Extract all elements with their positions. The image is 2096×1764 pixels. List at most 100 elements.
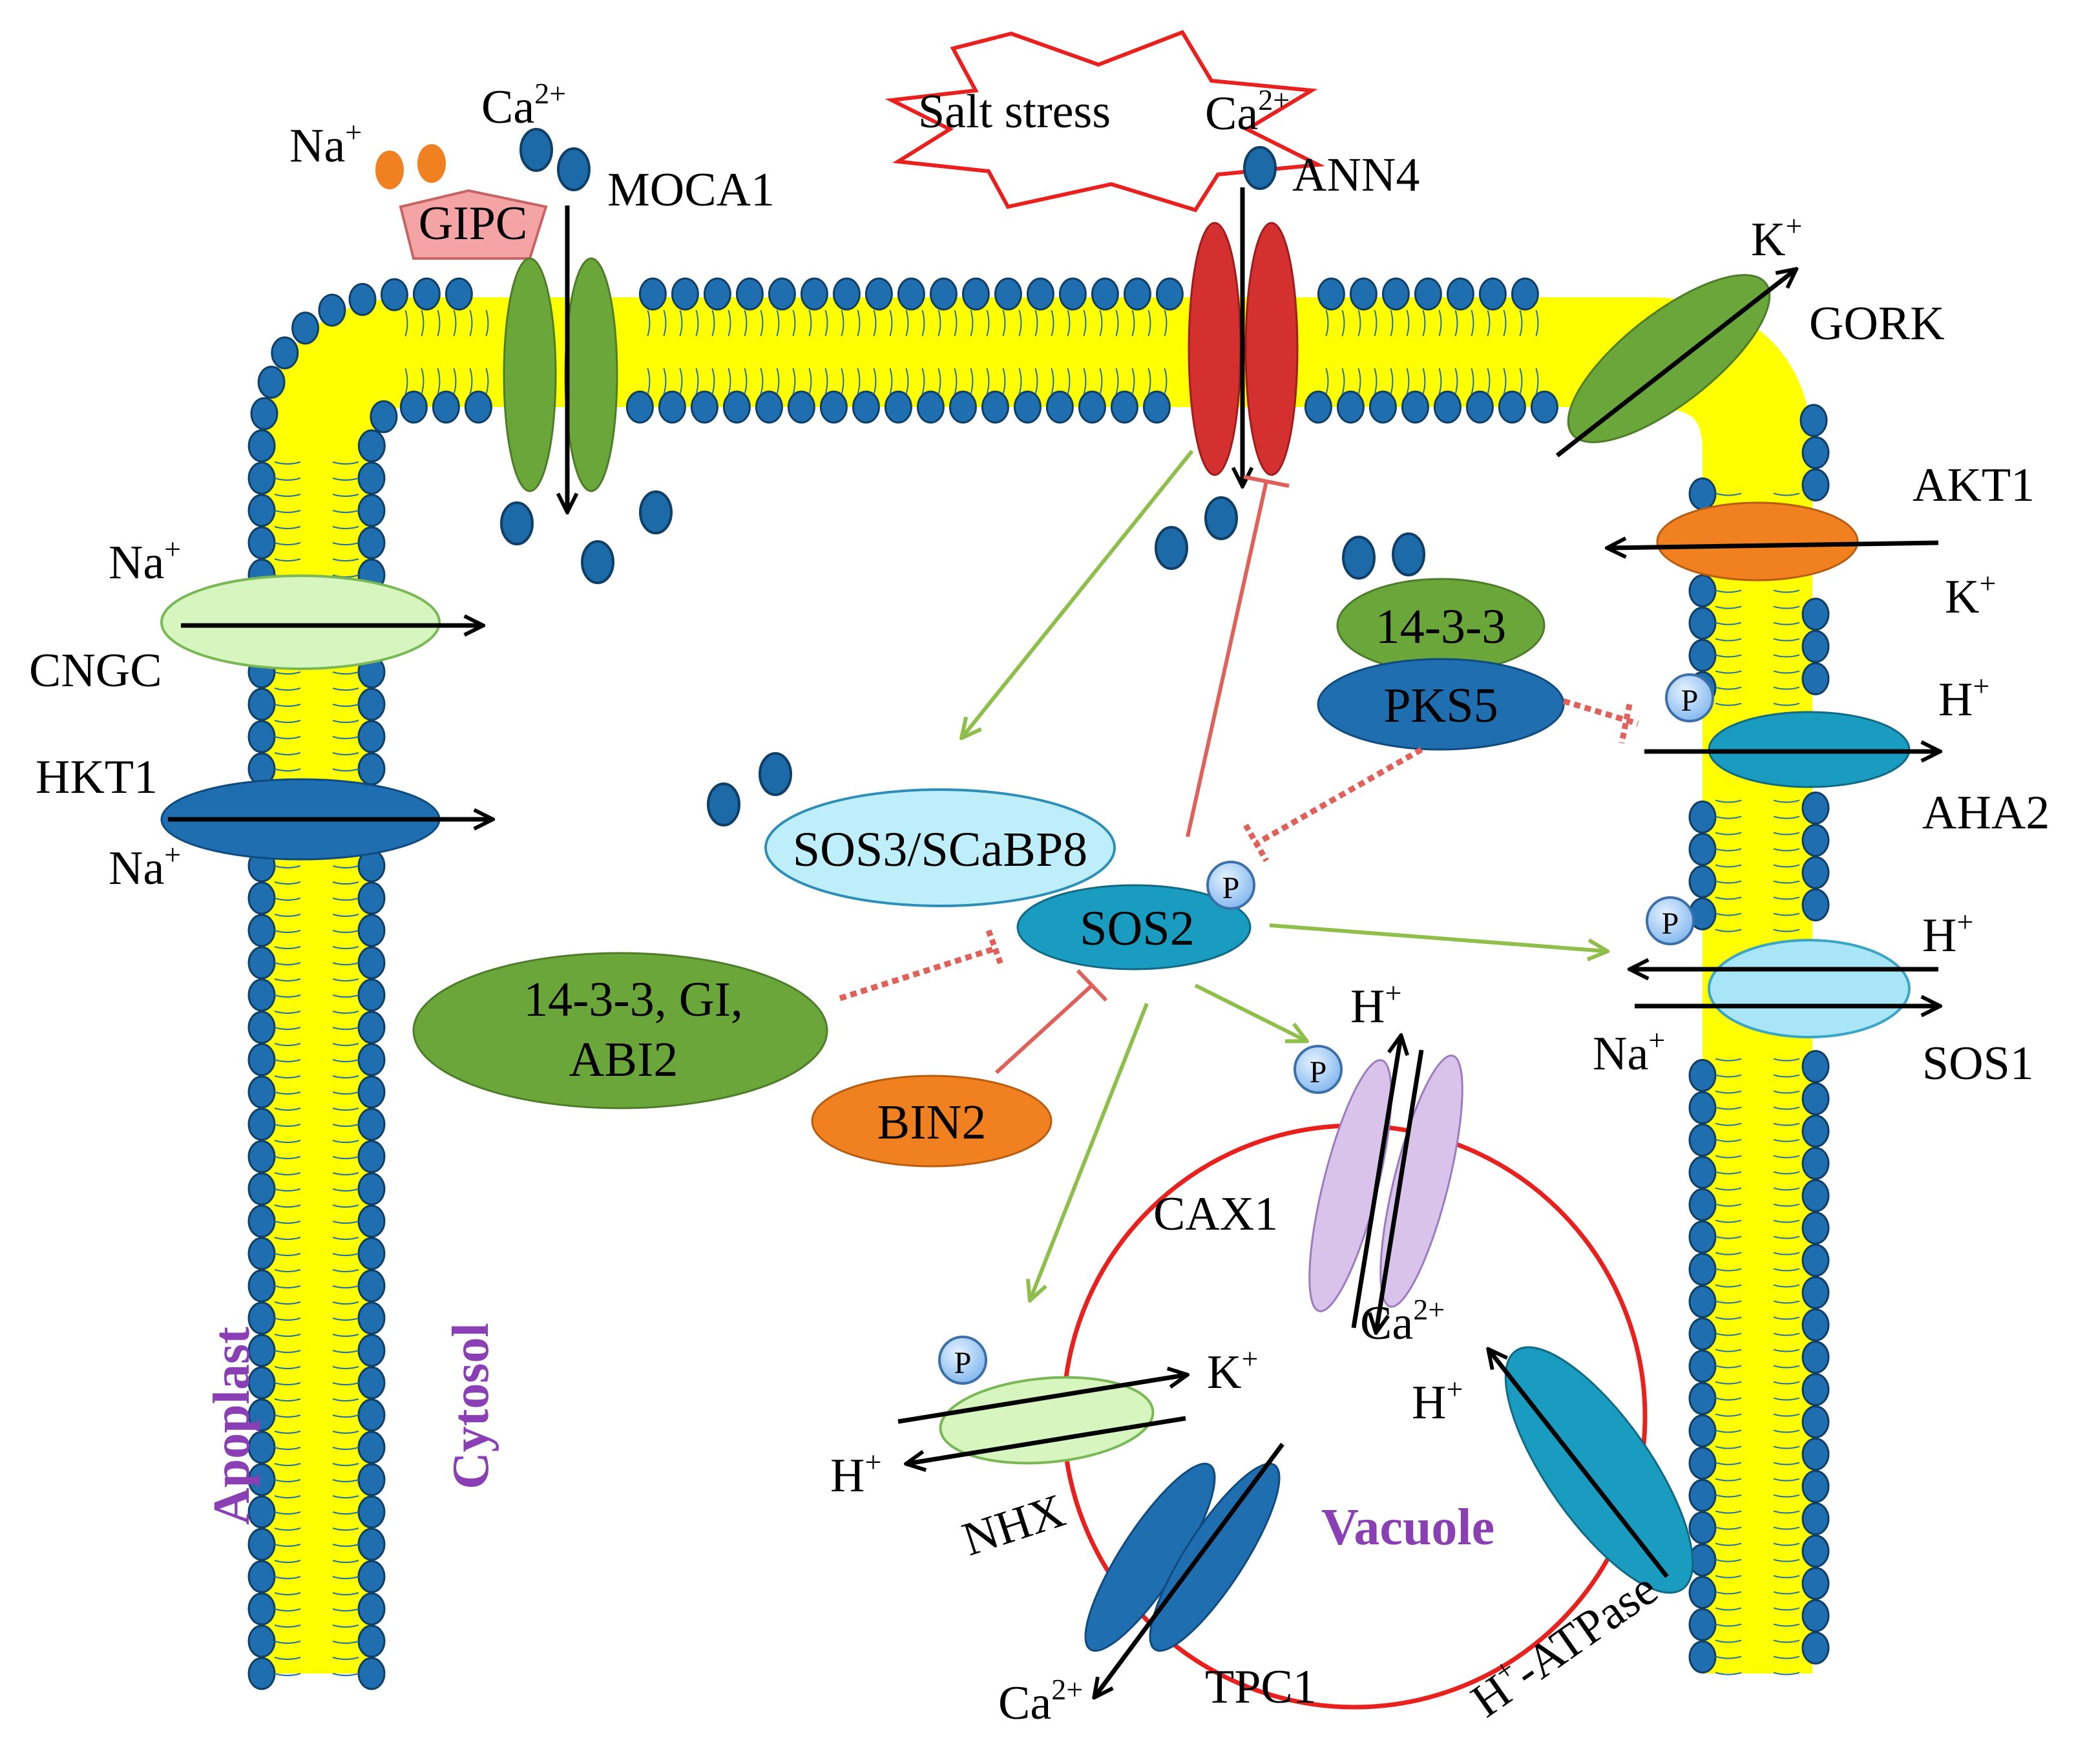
- lipid-tail: [938, 310, 941, 395]
- lipid-head: [1688, 1640, 1717, 1674]
- lipid-tail: [841, 310, 844, 395]
- lipid-head: [961, 277, 990, 311]
- lipid-head: [247, 1075, 276, 1109]
- lipid-tail: [274, 1140, 359, 1143]
- lipid-head: [1688, 1123, 1717, 1157]
- lipid-head: [1446, 277, 1474, 311]
- lipid-head: [1801, 791, 1830, 824]
- lipid-head: [1058, 277, 1087, 311]
- lipid-tail: [453, 310, 457, 395]
- lipid-tail: [1715, 1106, 1800, 1110]
- lipid-head: [399, 390, 428, 424]
- lipid-tail: [274, 1221, 359, 1224]
- lipid-head: [1801, 1534, 1830, 1568]
- lipid-tail: [1715, 1187, 1800, 1191]
- lipid-head: [1688, 1608, 1717, 1641]
- lipid-tail: [1715, 1365, 1800, 1369]
- lipid-tail: [1715, 832, 1800, 835]
- lipid-head: [1688, 1091, 1717, 1124]
- lipid-head: [247, 494, 276, 527]
- lipid-head: [357, 494, 386, 527]
- gipc: GIPC: [399, 189, 548, 260]
- lipid-head: [1511, 277, 1539, 311]
- lipid-tail: [1390, 310, 1394, 395]
- lipid-tail: [1519, 310, 1523, 395]
- lipid-tail: [1422, 310, 1426, 395]
- lipid-tail: [792, 310, 796, 395]
- lipid-head: [247, 1172, 276, 1206]
- lipid-head: [357, 1495, 386, 1529]
- lipid-tail: [1115, 310, 1119, 395]
- svg-text:SOS3/SCaBP8: SOS3/SCaBP8: [793, 823, 1087, 877]
- lipid-tail: [1715, 1607, 1800, 1611]
- pks5-kinase: PKS5: [1317, 658, 1565, 751]
- lipid-head: [1688, 800, 1717, 834]
- lipid-head: [357, 1657, 386, 1690]
- lipid-tail: [1715, 848, 1800, 852]
- lipid-head: [1688, 1414, 1717, 1447]
- k-ion-label: K+: [1751, 209, 1802, 266]
- lipid-head: [1801, 1179, 1830, 1212]
- lipid-tail: [1715, 880, 1800, 884]
- lipid-head: [357, 752, 386, 786]
- lipid-tail: [274, 461, 359, 465]
- lipid-head: [1304, 390, 1332, 424]
- lipid-tail: [744, 310, 748, 395]
- lipid-head: [1799, 404, 1828, 437]
- lipid-head: [357, 1204, 386, 1238]
- lipid-tail: [1715, 1655, 1800, 1659]
- lipid-head: [1688, 1155, 1717, 1189]
- lipid-tail: [1438, 310, 1442, 395]
- activation-arrows: [963, 450, 1606, 1299]
- ca-ion: [519, 128, 553, 172]
- lipid-head: [1801, 823, 1830, 857]
- lipid-head: [671, 277, 699, 311]
- lipid-head: [948, 390, 977, 424]
- lipid-head: [247, 1043, 276, 1076]
- lipid-head: [1801, 662, 1830, 695]
- lipid-tail: [1715, 702, 1800, 706]
- lipid-head: [1401, 390, 1429, 424]
- lipid-head: [357, 1431, 386, 1464]
- lipid-head: [247, 720, 276, 753]
- lipid-head: [357, 914, 386, 947]
- lipid-head: [247, 1108, 276, 1141]
- lipid-tail: [824, 310, 828, 395]
- lipid-head: [247, 881, 276, 915]
- lipid-tail: [1715, 1542, 1800, 1546]
- inhibition-lines: [839, 475, 1639, 1075]
- lipid-tail: [986, 310, 990, 395]
- lipid-tail: [889, 310, 893, 395]
- akt1-influx-arrow: [1609, 543, 1939, 548]
- lipid-head: [703, 277, 731, 311]
- lipid-head: [247, 429, 276, 463]
- cytosolic-calcium: [500, 490, 1238, 584]
- lipid-head: [1530, 390, 1558, 424]
- vacuolar-h-atpase: [1504, 1346, 1694, 1594]
- lipid-head: [1368, 390, 1397, 424]
- lipid-tail: [274, 510, 359, 513]
- bin2-kinase: BIN2: [811, 1075, 1053, 1168]
- lipid-tail: [274, 881, 359, 885]
- tpc1-channel: [1084, 1462, 1281, 1652]
- lipid-tail: [1715, 1139, 1800, 1142]
- cngc-channel: [160, 574, 441, 670]
- lipid-head: [1414, 277, 1442, 311]
- lipid-head: [1688, 477, 1717, 510]
- lipid-tail: [1018, 310, 1022, 395]
- lipid-tail: [1715, 1429, 1800, 1433]
- lipid-head: [690, 390, 718, 424]
- lipid-head: [247, 526, 276, 560]
- lipid-tail: [421, 310, 424, 395]
- lipid-head: [1091, 277, 1119, 311]
- lipid-tail: [1406, 310, 1410, 395]
- lipid-tail: [1715, 1122, 1800, 1126]
- lipid-head: [1801, 1211, 1830, 1244]
- sos2-kinase: SOS2: [1016, 884, 1252, 971]
- lipid-tail: [274, 720, 359, 723]
- lipid-head: [1801, 1631, 1830, 1664]
- lipid-tail: [1341, 310, 1345, 395]
- lipid-tail: [1715, 589, 1800, 593]
